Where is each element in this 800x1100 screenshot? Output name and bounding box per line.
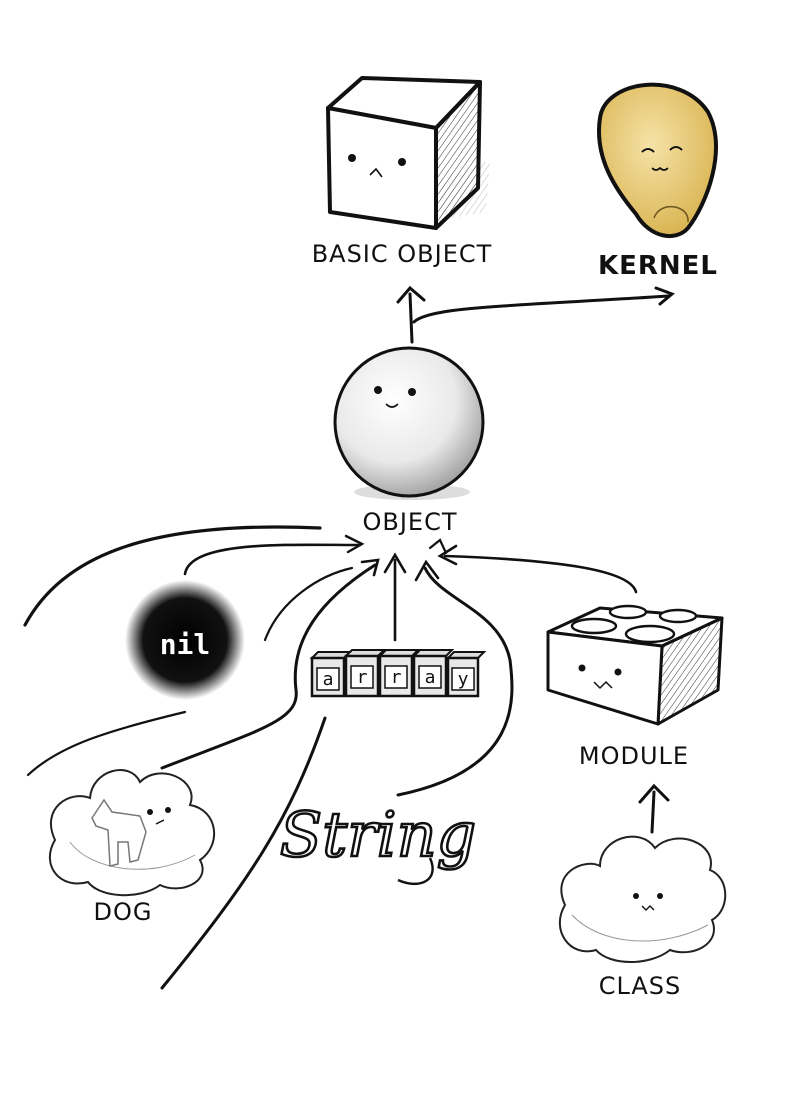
cube-icon: [326, 76, 490, 230]
connector-lines: [23, 285, 675, 990]
arrowhead-object-left: [344, 534, 365, 554]
arrowhead-kernel: [654, 286, 675, 306]
array-letter: r: [357, 667, 368, 688]
node-string: String: [278, 797, 478, 885]
cloud-icon: [558, 835, 727, 963]
array-block: y: [445, 651, 487, 698]
basic-object-label: BASIC OBJECT: [312, 240, 493, 268]
node-array: a r r a: [309, 649, 487, 698]
arrow-class-to-module: [650, 790, 656, 834]
arrowhead-basic-object: [396, 285, 426, 304]
arrow-dog-to-object: [160, 563, 377, 770]
node-basic-object: BASIC OBJECT: [312, 76, 493, 268]
node-nil: nil: [125, 580, 245, 700]
arrow-far-left-to-object: [23, 525, 322, 627]
arrow-module-to-object: [443, 554, 638, 594]
node-dog: DOG: [48, 769, 216, 926]
black-blob-icon: [125, 580, 245, 700]
arrowhead-right: [428, 538, 448, 555]
arrowhead-string: [414, 559, 440, 582]
line-long-diagonal: [160, 716, 327, 990]
lego-brick-icon: [546, 604, 724, 726]
letter-blocks-icon: a r r a: [309, 649, 487, 698]
module-label: MODULE: [579, 742, 689, 770]
yarn-text-icon: String: [280, 798, 476, 871]
array-letter: y: [458, 669, 469, 690]
array-letter: a: [425, 667, 436, 688]
dog-label: DOG: [94, 898, 153, 926]
array-letter: a: [323, 669, 334, 690]
array-block: a: [309, 651, 353, 698]
arrow-left-mid-to-object: [263, 566, 354, 642]
node-kernel: KERNEL: [597, 82, 718, 281]
arrow-string-to-object: [396, 566, 514, 797]
arrow-object-to-basic-object: [408, 292, 414, 344]
arrowhead-module-from-class: [638, 783, 670, 804]
node-object: OBJECT: [333, 346, 485, 536]
nil-label: nil: [160, 628, 211, 661]
peanut-icon: [597, 82, 718, 238]
array-block: r: [343, 649, 387, 698]
array-letter: r: [391, 667, 402, 688]
object-label: OBJECT: [362, 508, 457, 536]
array-block: r: [377, 649, 421, 698]
sphere-icon: [333, 346, 485, 500]
cloud-dog-icon: [48, 769, 216, 897]
arrowhead-dog: [360, 558, 380, 577]
arrow-object-to-kernel: [412, 294, 670, 324]
kernel-label: KERNEL: [598, 251, 718, 281]
array-block: a: [411, 649, 455, 698]
arrowhead-module: [437, 544, 458, 566]
node-module: MODULE: [546, 604, 724, 770]
node-class: CLASS: [558, 835, 727, 1000]
arrowhead-array: [383, 552, 407, 574]
line-nil-to-dog: [26, 710, 187, 777]
arrow-nil-to-object: [183, 543, 362, 576]
class-label: CLASS: [599, 972, 682, 1000]
